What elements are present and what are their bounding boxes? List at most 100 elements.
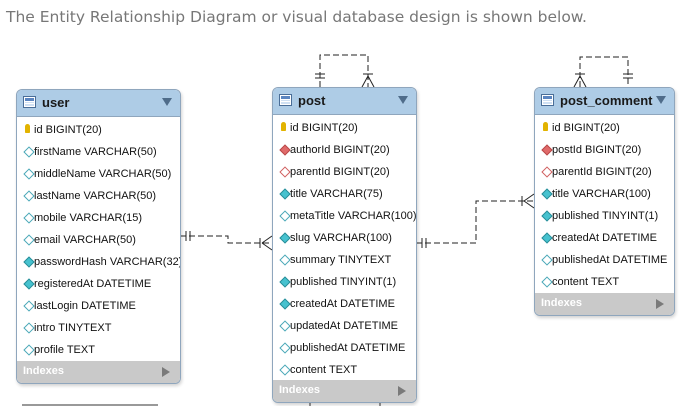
table-title: post xyxy=(298,93,326,108)
column-row[interactable]: id BIGINT(20) xyxy=(535,118,674,140)
column-row[interactable]: mobile VARCHAR(15) xyxy=(17,208,180,230)
hollow-diamond-icon xyxy=(279,210,291,222)
column-label: title VARCHAR(100) xyxy=(552,188,651,200)
column-row[interactable]: published TINYINT(1) xyxy=(535,206,674,228)
column-label: middleName VARCHAR(50) xyxy=(34,168,172,180)
column-row[interactable]: summary TINYTEXT xyxy=(273,250,416,272)
column-row[interactable]: createdAt DATETIME xyxy=(535,228,674,250)
column-label: parentId BIGINT(20) xyxy=(290,166,390,178)
column-row[interactable]: postId BIGINT(20) xyxy=(535,140,674,162)
column-label: updatedAt DATETIME xyxy=(290,320,399,332)
hollow-diamond-icon xyxy=(279,254,291,266)
table-icon xyxy=(279,94,292,106)
column-row[interactable]: content TEXT xyxy=(273,360,416,382)
rel-comment-self xyxy=(579,56,629,87)
column-row[interactable]: lastName VARCHAR(50) xyxy=(17,186,180,208)
column-row[interactable]: createdAt DATETIME xyxy=(273,294,416,316)
hollow-diamond-icon xyxy=(279,342,291,354)
column-row[interactable]: published TINYINT(1) xyxy=(273,272,416,294)
filled-diamond-icon xyxy=(23,278,35,290)
column-label: id BIGINT(20) xyxy=(34,124,102,136)
table-post[interactable]: post id BIGINT(20) authorId BIGINT(20) par… xyxy=(272,87,417,403)
hollow-red-diamond-icon xyxy=(279,166,291,178)
table-header[interactable]: post_comment xyxy=(535,88,674,115)
column-row[interactable]: title VARCHAR(75) xyxy=(273,184,416,206)
column-row[interactable]: authorId BIGINT(20) xyxy=(273,140,416,162)
indexes-bar[interactable]: Indexes xyxy=(273,380,416,402)
key-icon xyxy=(281,122,286,131)
hollow-diamond-icon xyxy=(541,276,553,288)
column-row[interactable]: passwordHash VARCHAR(32) xyxy=(17,252,180,274)
filled-diamond-icon xyxy=(279,188,291,200)
column-label: publishedAt DATETIME xyxy=(552,254,668,266)
column-row[interactable]: id BIGINT(20) xyxy=(17,120,180,142)
collapse-arrow-icon[interactable] xyxy=(162,98,172,106)
column-label: authorId BIGINT(20) xyxy=(290,144,390,156)
column-label: publishedAt DATETIME xyxy=(290,342,406,354)
indexes-label: Indexes xyxy=(279,384,320,396)
column-row[interactable]: profile TEXT xyxy=(17,340,180,362)
column-label: createdAt DATETIME xyxy=(552,232,657,244)
column-label: lastName VARCHAR(50) xyxy=(34,190,157,202)
hollow-diamond-icon xyxy=(279,320,291,332)
column-row[interactable]: middleName VARCHAR(50) xyxy=(17,164,180,186)
column-row[interactable]: registeredAt DATETIME xyxy=(17,274,180,296)
collapse-arrow-icon[interactable] xyxy=(398,96,408,104)
table-icon xyxy=(23,96,36,108)
column-row[interactable]: publishedAt DATETIME xyxy=(273,338,416,360)
table-title: post_comment xyxy=(560,93,653,108)
column-label: lastLogin DATETIME xyxy=(34,300,136,312)
expand-arrow-icon[interactable] xyxy=(162,367,170,377)
column-label: createdAt DATETIME xyxy=(290,298,395,310)
filled-diamond-icon xyxy=(279,276,291,288)
column-label: content TEXT xyxy=(290,364,358,376)
indexes-label: Indexes xyxy=(23,365,64,377)
column-label: metaTitle VARCHAR(100) xyxy=(290,210,417,222)
collapse-arrow-icon[interactable] xyxy=(656,96,666,104)
expand-arrow-icon[interactable] xyxy=(656,299,664,309)
column-label: email VARCHAR(50) xyxy=(34,234,136,246)
column-row[interactable]: firstName VARCHAR(50) xyxy=(17,142,180,164)
column-label: id BIGINT(20) xyxy=(552,122,620,134)
column-row[interactable]: metaTitle VARCHAR(100) xyxy=(273,206,416,228)
rel-user-post xyxy=(180,235,272,244)
column-row[interactable]: id BIGINT(20) xyxy=(273,118,416,140)
filled-diamond-icon xyxy=(541,210,553,222)
indexes-bar[interactable]: Indexes xyxy=(17,361,180,383)
rel-post-self xyxy=(319,54,369,87)
table-header[interactable]: post xyxy=(273,88,416,115)
table-title: user xyxy=(42,95,70,110)
column-label: content TEXT xyxy=(552,276,620,288)
column-row[interactable]: content TEXT xyxy=(535,272,674,294)
expand-arrow-icon[interactable] xyxy=(398,386,406,396)
hollow-diamond-icon xyxy=(23,234,35,246)
filled-diamond-icon xyxy=(541,188,553,200)
hollow-diamond-icon xyxy=(23,300,35,312)
column-row[interactable]: updatedAt DATETIME xyxy=(273,316,416,338)
indexes-bar[interactable]: Indexes xyxy=(535,293,674,315)
filled-diamond-icon xyxy=(541,232,553,244)
table-post-comment[interactable]: post_comment id BIGINT(20) postId BIGINT(… xyxy=(534,87,675,316)
column-row[interactable]: parentId BIGINT(20) xyxy=(273,162,416,184)
column-row[interactable]: publishedAt DATETIME xyxy=(535,250,674,272)
column-row[interactable]: slug VARCHAR(100) xyxy=(273,228,416,250)
hollow-diamond-icon xyxy=(23,146,35,158)
key-icon xyxy=(25,124,30,133)
column-label: firstName VARCHAR(50) xyxy=(34,146,157,158)
column-label: intro TINYTEXT xyxy=(34,322,112,334)
column-label: registeredAt DATETIME xyxy=(34,278,152,290)
table-user[interactable]: user id BIGINT(20) firstName VARCHAR(50) m… xyxy=(16,89,181,384)
table-header[interactable]: user xyxy=(17,90,180,117)
column-row[interactable]: parentId BIGINT(20) xyxy=(535,162,674,184)
column-label: profile TEXT xyxy=(34,344,95,356)
column-row[interactable]: lastLogin DATETIME xyxy=(17,296,180,318)
hollow-red-diamond-icon xyxy=(541,166,553,178)
red-diamond-icon xyxy=(279,144,291,156)
column-row[interactable]: title VARCHAR(100) xyxy=(535,184,674,206)
hollow-diamond-icon xyxy=(23,212,35,224)
column-row[interactable]: intro TINYTEXT xyxy=(17,318,180,340)
column-row[interactable]: email VARCHAR(50) xyxy=(17,230,180,252)
filled-diamond-icon xyxy=(23,256,35,268)
column-label: id BIGINT(20) xyxy=(290,122,358,134)
